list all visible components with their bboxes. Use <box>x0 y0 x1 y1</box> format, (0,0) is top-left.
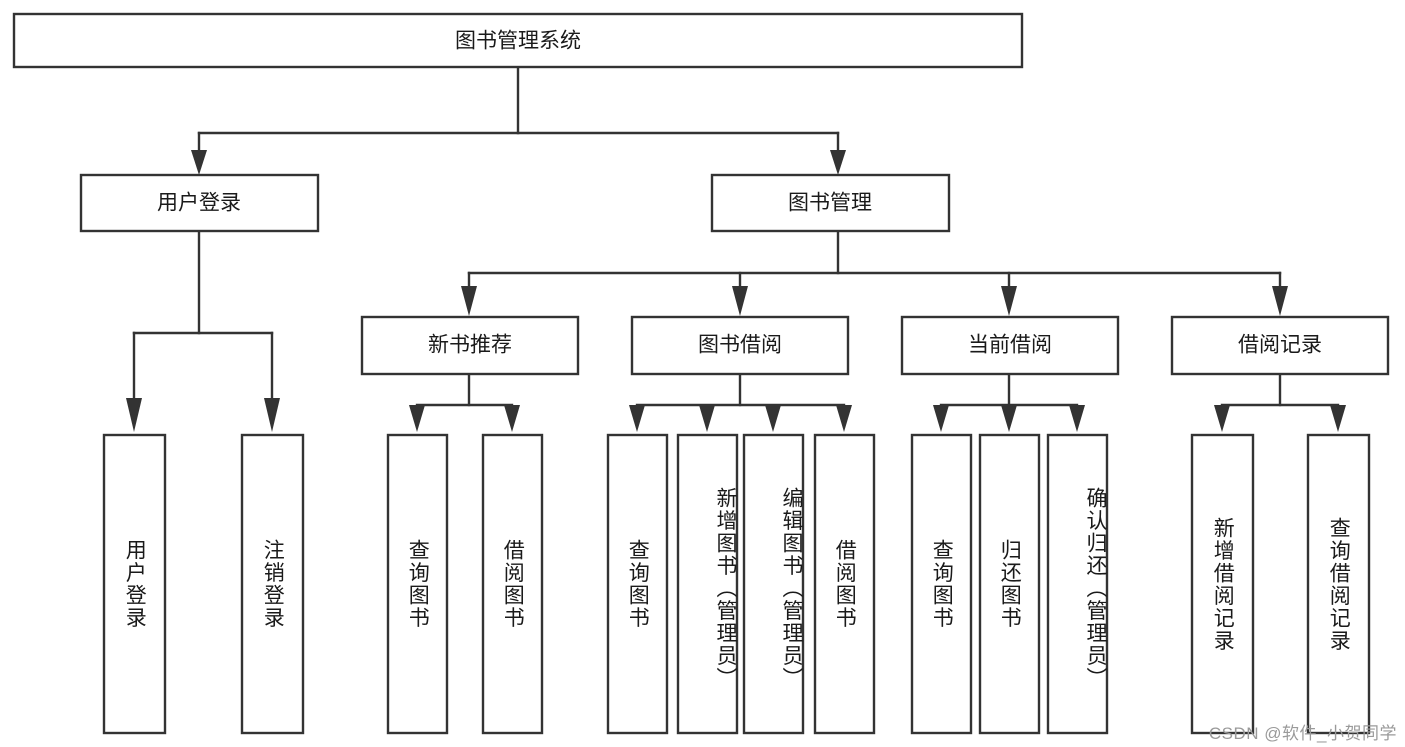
node-new-book-recommend[interactable]: 新书推荐 <box>360 315 580 376</box>
node-new-book-recommend-box[interactable] <box>360 315 580 376</box>
arrow-currentborrow-child-1 <box>933 405 949 432</box>
node-new-book-recommend-label: 新书推荐 <box>428 334 512 357</box>
arrow-userlogin-child-1 <box>126 398 142 432</box>
node-current-borrow-box[interactable] <box>900 315 1120 376</box>
leaf-box-current-borrow-2[interactable] <box>978 433 1041 735</box>
leaf-box-user-login-2[interactable] <box>240 433 305 735</box>
leaf-box-book-borrow-2[interactable] <box>676 433 739 735</box>
connector-layer <box>126 65 1346 432</box>
arrow-root-to-userlogin <box>191 150 207 175</box>
node-user-login-box[interactable] <box>79 173 320 233</box>
leaf-box-new-book-1[interactable] <box>386 433 449 735</box>
leaf-box-current-borrow-1[interactable] <box>910 433 973 735</box>
leaf-box-user-login-1[interactable] <box>102 433 167 735</box>
arrow-bookborrow-child-2 <box>699 405 715 432</box>
node-root[interactable]: 图书管理系统 <box>12 12 1024 69</box>
leaf-box-book-borrow-4[interactable] <box>813 433 876 735</box>
node-user-login-label: 用户登录 <box>157 192 241 215</box>
node-borrow-record-box[interactable] <box>1170 315 1390 376</box>
arrow-currentborrow-child-2 <box>1001 405 1017 432</box>
node-book-borrow[interactable]: 图书借阅 <box>630 315 850 376</box>
leaf-box-current-borrow-3[interactable] <box>1046 433 1109 735</box>
leaf-box-borrow-record-2[interactable] <box>1306 433 1371 735</box>
node-current-borrow[interactable]: 当前借阅 <box>900 315 1120 376</box>
arrow-bookmgmt-child-3 <box>1001 286 1017 316</box>
node-current-borrow-label: 当前借阅 <box>968 334 1052 357</box>
arrow-bookborrow-child-1 <box>629 405 645 432</box>
leaf-box-borrow-record-1[interactable] <box>1190 433 1255 735</box>
arrow-bookmgmt-child-1 <box>461 286 477 316</box>
node-book-management-box[interactable] <box>710 173 951 233</box>
arrow-bookborrow-child-4 <box>836 405 852 432</box>
arrow-bookmgmt-child-2 <box>732 286 748 316</box>
arrow-newbook-child-1 <box>409 405 425 432</box>
node-root-label: 图书管理系统 <box>455 30 581 53</box>
node-user-login[interactable]: 用户登录 <box>79 173 320 233</box>
arrow-borrowrecord-child-2 <box>1330 405 1346 432</box>
arrow-borrowrecord-child-1 <box>1214 405 1230 432</box>
node-book-borrow-label: 图书借阅 <box>698 334 782 357</box>
node-borrow-record-label: 借阅记录 <box>1238 334 1322 357</box>
arrow-bookborrow-child-3 <box>765 405 781 432</box>
leaf-box-new-book-2[interactable] <box>481 433 544 735</box>
arrow-bookmgmt-child-4 <box>1272 286 1288 316</box>
arrow-root-to-bookmgmt <box>830 150 846 175</box>
leaf-box-book-borrow-3[interactable] <box>742 433 805 735</box>
node-book-borrow-box[interactable] <box>630 315 850 376</box>
node-book-management-label: 图书管理 <box>788 192 872 215</box>
node-book-management[interactable]: 图书管理 <box>710 173 951 233</box>
leaf-box-book-borrow-1[interactable] <box>606 433 669 735</box>
csdn-watermark: CSDN @软件_小贺同学 <box>1208 724 1397 743</box>
arrow-userlogin-child-2 <box>264 398 280 432</box>
node-borrow-record[interactable]: 借阅记录 <box>1170 315 1390 376</box>
arrow-newbook-child-2 <box>504 405 520 432</box>
arrow-currentborrow-child-3 <box>1069 405 1085 432</box>
node-root-box[interactable] <box>12 12 1024 69</box>
